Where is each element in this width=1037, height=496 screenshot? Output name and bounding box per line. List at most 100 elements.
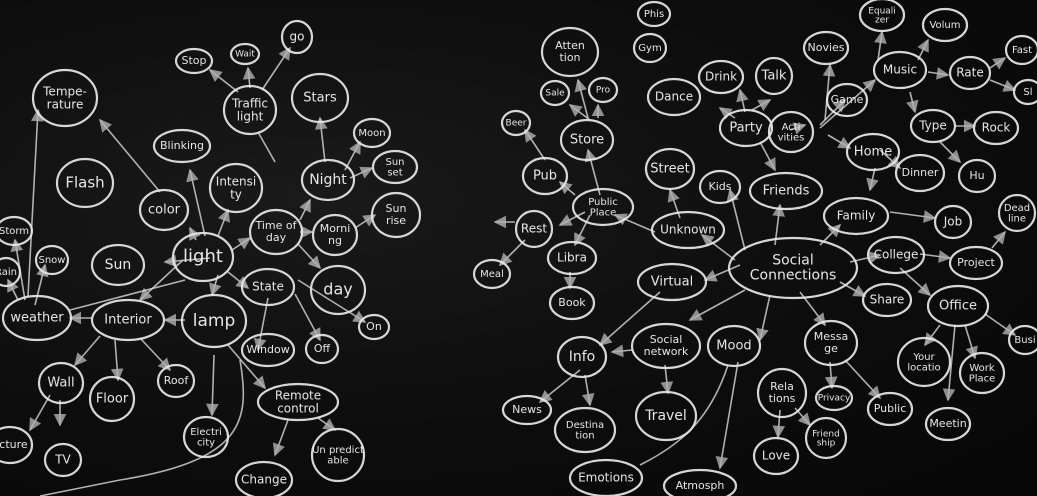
node-outline [540,26,600,78]
node-outline [171,231,235,283]
node-outline [650,210,726,250]
node-talk: Talk [754,56,794,96]
node-label: Mood [716,339,751,354]
node-outline [948,245,1004,281]
node-outline [802,30,850,66]
node-outline [521,156,569,196]
node-outline [472,258,512,290]
node-label: Meal [480,269,504,280]
node-outline [311,213,359,257]
node-outline [636,0,672,28]
node-outline [861,282,913,318]
node-off: Off [304,333,340,365]
node-outline [88,375,136,423]
node-outline [290,72,350,124]
node-outline [514,209,554,249]
node-rate: Rate [948,55,992,91]
node-outline [222,84,278,136]
node-label: go [290,30,305,44]
node-label: Floor [96,392,129,407]
node-outline [997,193,1037,233]
node-outline [1,294,73,342]
node-outline [352,117,392,149]
node-outline [240,267,296,307]
node-outline [568,458,644,496]
node-outline [310,427,366,483]
node-label: Libra [557,251,587,265]
node-type: Type [909,108,957,144]
node-outline [539,79,571,107]
node-outline [300,158,356,202]
node-label: lamp [193,311,236,331]
node-label: Home [854,145,892,160]
node-label: Change [241,473,287,487]
node-outline [872,50,928,90]
node-pro: Pro [587,76,619,104]
node-outline [636,262,708,302]
node-slow: Sl [1012,78,1037,106]
node-privacy: Privacy [814,384,854,412]
node-game: Game [825,82,869,118]
node-kids: Kids [698,169,742,205]
node-outline [748,171,824,211]
node-label: Tempe-rature [42,84,87,111]
node-college: College [866,235,926,275]
node-wall: Wall [37,361,85,405]
node-outline [556,335,608,379]
node-label: Dinner [902,166,939,179]
node-outline [587,76,619,104]
node-stop: Stop [174,47,214,75]
node-outline [767,110,815,154]
node-label: Wait [235,50,255,60]
node-label: ucture [0,438,28,451]
node-outline [248,208,304,256]
node-outline [909,108,957,144]
node-dinner: Dinner [894,153,946,193]
node-family: Family [822,196,890,236]
node-outline [825,82,869,118]
node-outline [304,333,340,365]
node-outline [894,153,946,193]
node-pub: Pub [521,156,569,196]
node-label: Virtual [651,275,693,290]
node-blinking: Blinking [152,128,212,164]
node-label: On [366,320,382,333]
node-outline [31,68,99,128]
node-project: Project [948,245,1004,281]
node-structure: ucture [0,425,34,465]
node-outline [1004,34,1037,66]
node-outline [548,285,596,321]
node-outline [727,236,859,300]
node-label: Info [569,349,596,365]
node-outline [501,394,553,426]
node-lamp: lamp [180,293,248,349]
node-outline [662,468,738,496]
node-book: Book [548,285,596,321]
node-outline [718,108,774,148]
node-outline [972,110,1020,146]
node-label: Job [943,215,963,229]
node-night: Night [300,158,356,202]
node-rest: Rest [514,209,554,249]
node-outline [90,298,166,342]
node-outline [634,390,698,442]
node-outline [559,118,615,162]
node-label: Love [762,449,790,463]
node-outline [152,128,212,164]
node-meal: Meal [472,258,512,290]
node-street: Street [644,147,696,191]
node-outline [754,56,794,96]
node-mood: Mood [706,324,762,368]
